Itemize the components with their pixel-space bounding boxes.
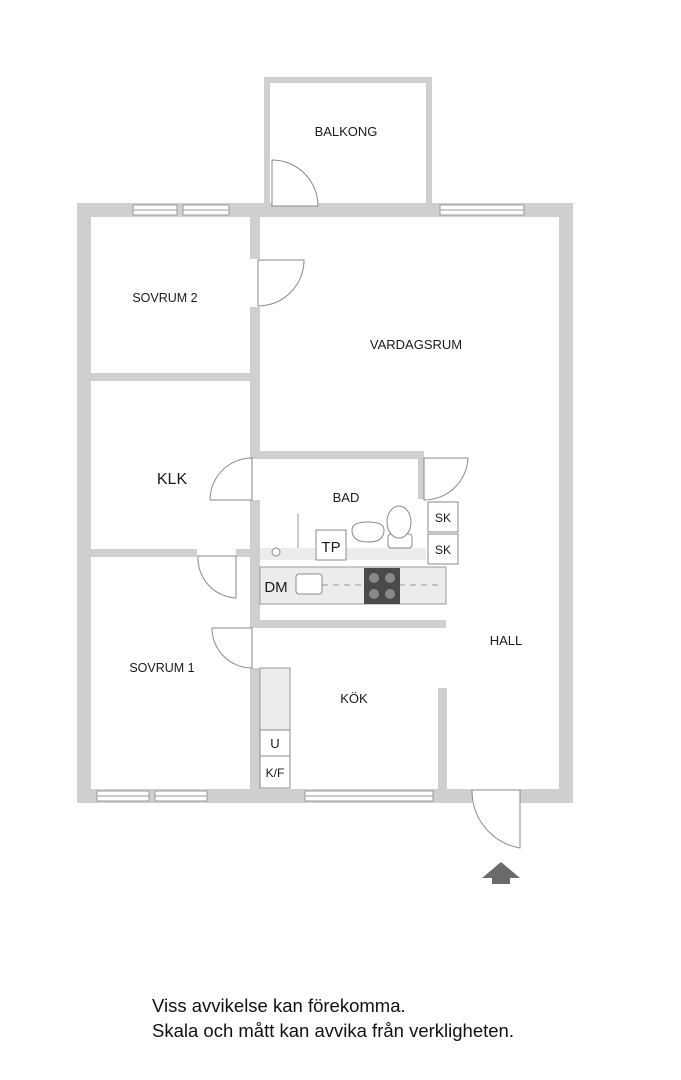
windows bbox=[96, 204, 525, 802]
entrance-arrow-icon bbox=[482, 862, 520, 884]
room-label-sovrum1: SOVRUM 1 bbox=[129, 661, 194, 675]
toilet-icon bbox=[386, 505, 412, 539]
fixture-label-kf: K/F bbox=[266, 766, 285, 780]
room-label-kok: KÖK bbox=[340, 691, 368, 706]
shower-icon bbox=[271, 547, 281, 557]
outer-walls bbox=[77, 203, 573, 805]
floor-plan: BALKONG SOVRUM 2 VARDAGSRUM KLK BAD SOVR… bbox=[77, 77, 573, 884]
room-label-vardagsrum: VARDAGSRUM bbox=[370, 337, 462, 352]
room-label-klk: KLK bbox=[157, 471, 188, 488]
fixture-label-u: U bbox=[270, 736, 279, 751]
room-label-sovrum2: SOVRUM 2 bbox=[132, 291, 197, 305]
fixture-labels: TP SK SK DM U K/F bbox=[264, 511, 451, 780]
disclaimer: Viss avvikelse kan förekomma. Skala och … bbox=[152, 993, 652, 1043]
bathroom-sink-icon bbox=[351, 521, 385, 543]
room-labels: BALKONG SOVRUM 2 VARDAGSRUM KLK BAD SOVR… bbox=[129, 124, 522, 706]
fixture-label-sk-top: SK bbox=[435, 511, 451, 525]
stove-icon bbox=[364, 568, 400, 604]
room-label-bad: BAD bbox=[333, 490, 360, 505]
fixture-label-tp: TP bbox=[321, 539, 340, 556]
room-label-hall: HALL bbox=[490, 633, 523, 648]
kitchen-fixtures bbox=[259, 566, 447, 789]
disclaimer-line-2: Skala och mått kan avvika från verklighe… bbox=[152, 1020, 514, 1041]
bathroom-fixtures bbox=[260, 501, 459, 565]
doors bbox=[197, 159, 521, 849]
fixture-label-sk-bottom: SK bbox=[435, 543, 451, 557]
disclaimer-line-1: Viss avvikelse kan förekomma. bbox=[152, 995, 406, 1016]
room-label-balkong: BALKONG bbox=[315, 124, 378, 139]
fixture-label-dm: DM bbox=[264, 579, 287, 596]
interior-walls bbox=[91, 217, 447, 789]
